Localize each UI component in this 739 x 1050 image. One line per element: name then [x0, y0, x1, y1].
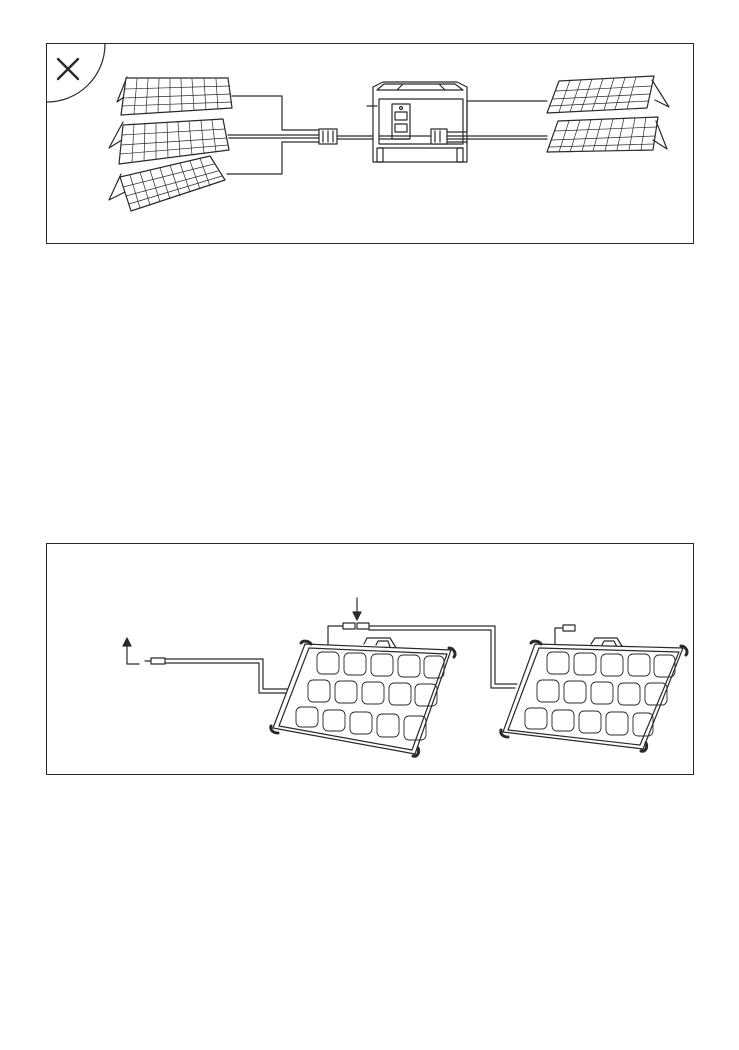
solar-panel-2	[501, 638, 687, 751]
power-station	[367, 82, 467, 162]
arrow-down-icon	[353, 598, 361, 620]
left-solar-panel-1	[117, 77, 232, 115]
left-solar-panel-3	[109, 156, 225, 211]
incorrect-connection-diagram	[47, 44, 695, 245]
arrow-up-icon	[123, 638, 139, 664]
daisy-chain-diagram	[47, 544, 695, 776]
panel-2-lead	[555, 625, 575, 644]
output-cable	[145, 658, 293, 693]
daisy-chain-figure	[46, 543, 694, 775]
right-solar-panel-2	[547, 117, 667, 152]
cross-icon	[47, 44, 105, 102]
left-cables	[227, 96, 319, 174]
left-branch-connector	[319, 129, 377, 144]
solar-panel-1	[271, 638, 455, 756]
incorrect-connection-figure	[46, 43, 694, 244]
right-solar-panel-1	[547, 76, 669, 113]
